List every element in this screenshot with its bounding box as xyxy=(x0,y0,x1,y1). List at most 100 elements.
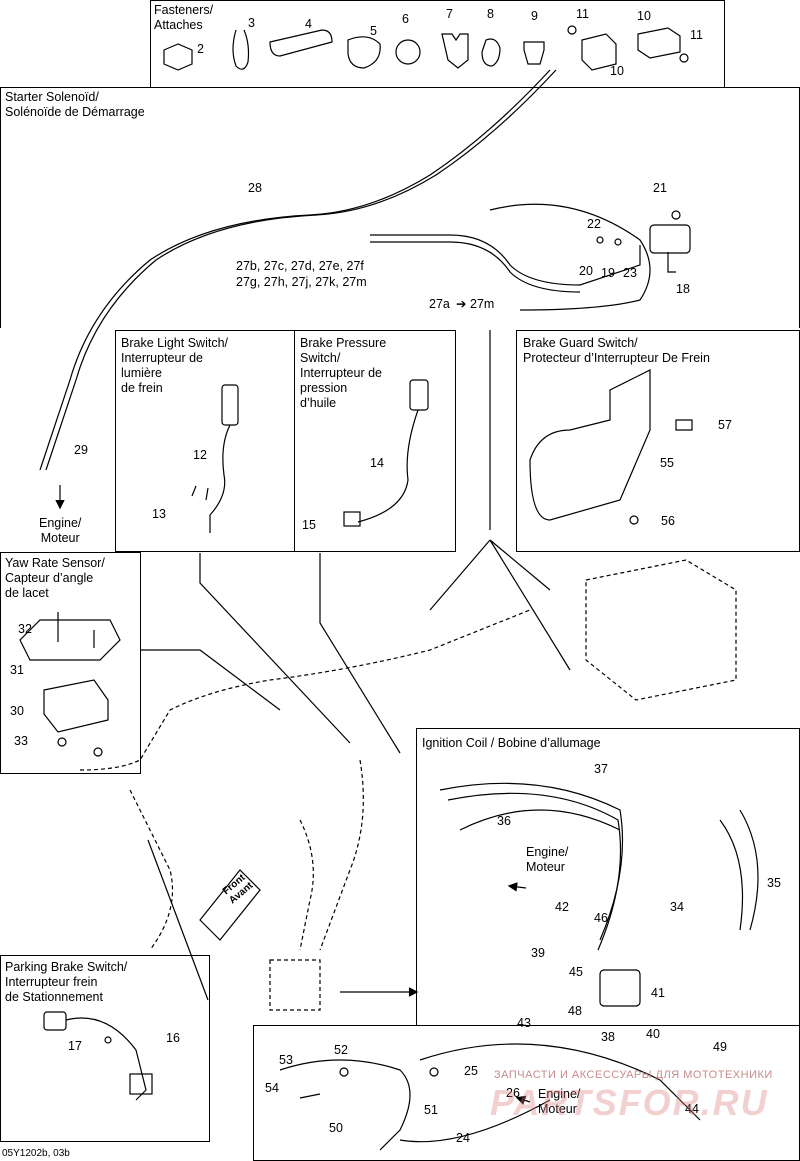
brake-light-title: Brake Light Switch/ Interrupteur de lumi… xyxy=(121,336,228,395)
engine-label-ignition: Engine/ Moteur xyxy=(526,845,569,874)
part-57: 57 xyxy=(718,418,732,432)
part-21: 21 xyxy=(653,181,667,195)
part-12: 12 xyxy=(193,448,207,462)
part-41: 41 xyxy=(651,986,665,1000)
part-5: 5 xyxy=(370,24,377,38)
part-25: 25 xyxy=(464,1064,478,1078)
brake-guard-icon xyxy=(529,369,651,521)
solenoid-icon xyxy=(649,224,691,254)
brake-guard-title: Brake Guard Switch/ Protecteur d’Interru… xyxy=(523,336,710,365)
part-13: 13 xyxy=(152,507,166,521)
part-15: 15 xyxy=(302,518,316,532)
part-11a: 11 xyxy=(576,7,589,21)
fastener-9-icon xyxy=(523,41,545,65)
part-48: 48 xyxy=(568,1004,582,1018)
part-29: 29 xyxy=(74,443,88,457)
yaw-sensor-title: Yaw Rate Sensor/ Capteur d’angle de lace… xyxy=(5,556,105,600)
gasket-31-icon xyxy=(19,619,121,661)
brake-pressure-switch-icon xyxy=(409,379,429,411)
part-50: 50 xyxy=(329,1121,343,1135)
ignition-title: Ignition Coil / Bobine d’allumage xyxy=(422,736,601,750)
part-45: 45 xyxy=(569,965,583,979)
part-26: 26 xyxy=(506,1086,520,1100)
part-2: 2 xyxy=(197,42,204,56)
watermark-logo: PARTSFOR.RU xyxy=(490,1082,769,1123)
watermark-text: ЗАПЧАСТИ И АКСЕССУАРЫ ДЛЯ МОТОТЕХНИКИ xyxy=(494,1069,773,1081)
part-49: 49 xyxy=(713,1040,727,1054)
front-arrow-icon xyxy=(199,869,261,941)
part-43: 43 xyxy=(517,1016,531,1030)
part-18: 18 xyxy=(676,282,690,296)
fastener-11b-icon xyxy=(679,53,689,63)
parking-brake-panel xyxy=(0,955,210,1142)
part-40: 40 xyxy=(646,1027,660,1041)
harness-28-b xyxy=(45,69,557,471)
fastener-7-icon xyxy=(441,33,469,69)
fastener-6-icon xyxy=(395,39,421,65)
part-6: 6 xyxy=(402,12,409,26)
part-56: 56 xyxy=(661,514,675,528)
part-23: 23 xyxy=(623,266,637,280)
solenoid-title: Starter Solenoïd/ Solénoïde de Démarrage xyxy=(5,90,145,119)
part-16: 16 xyxy=(166,1031,180,1045)
fastener-3-icon xyxy=(232,29,250,70)
brake-light-switch-icon xyxy=(221,384,239,426)
part-37: 37 xyxy=(594,762,608,776)
part-27a: 27a xyxy=(429,297,450,311)
part-10b: 10 xyxy=(610,64,624,78)
ignition-panel xyxy=(416,728,800,1026)
fastener-10b-icon xyxy=(637,27,681,59)
part-11b: 11 xyxy=(690,28,703,42)
brake-guard-panel xyxy=(516,330,800,552)
part-46: 46 xyxy=(594,911,608,925)
part-39: 39 xyxy=(531,946,545,960)
part-55: 55 xyxy=(660,456,674,470)
part-28: 28 xyxy=(248,181,262,195)
fastener-8-icon xyxy=(481,38,501,67)
part-19: 19 xyxy=(601,266,615,280)
part-3: 3 xyxy=(248,16,255,30)
fasteners-title: Fasteners/ Attaches xyxy=(154,3,214,32)
arrow-27: ➔ xyxy=(456,297,467,311)
part-10a: 10 xyxy=(637,9,651,23)
part-9: 9 xyxy=(531,9,538,23)
part-17: 17 xyxy=(68,1039,82,1053)
part-38: 38 xyxy=(601,1030,615,1044)
part-44: 44 xyxy=(685,1102,699,1116)
part-42: 42 xyxy=(555,900,569,914)
brake-pressure-panel xyxy=(294,330,456,552)
part-53: 53 xyxy=(279,1053,293,1067)
part-27-list-a: 27b, 27c, 27d, 27e, 27f xyxy=(236,259,364,273)
fastener-2-icon xyxy=(163,43,193,71)
part-34: 34 xyxy=(670,900,684,914)
parking-brake-title: Parking Brake Switch/ Interrupteur frein… xyxy=(5,960,128,1004)
part-32: 32 xyxy=(18,622,32,636)
fasteners-panel xyxy=(150,0,725,88)
parking-brake-switch-icon xyxy=(43,1011,67,1031)
part-27-list-b: 27g, 27h, 27j, 27k, 27m xyxy=(236,275,367,289)
part-31: 31 xyxy=(10,663,24,677)
footer-code: 05Y1202b, 03b xyxy=(2,1148,70,1159)
part-33: 33 xyxy=(14,734,28,748)
harness-27 xyxy=(370,234,641,286)
ignition-coil-icon xyxy=(599,969,641,1007)
brake-pressure-title: Brake Pressure Switch/ Interrupteur de p… xyxy=(300,336,387,410)
part-51: 51 xyxy=(424,1103,438,1117)
harness-28 xyxy=(39,69,551,471)
part-4: 4 xyxy=(305,17,312,31)
engine-label-solenoid: Engine/ Moteur xyxy=(39,516,82,545)
part-27m: 27m xyxy=(470,297,495,311)
part-7: 7 xyxy=(446,7,453,21)
part-20: 20 xyxy=(579,264,593,278)
part-52: 52 xyxy=(334,1043,348,1057)
part-24: 24 xyxy=(456,1131,470,1145)
yaw-sensor-icon xyxy=(43,679,109,733)
part-54: 54 xyxy=(265,1081,279,1095)
yaw-sensor-panel xyxy=(0,552,141,774)
fastener-4-icon xyxy=(269,29,333,57)
part-8: 8 xyxy=(487,7,494,21)
part-35: 35 xyxy=(767,876,781,890)
fastener-5-icon xyxy=(347,36,381,69)
fastener-10a-icon xyxy=(581,33,617,71)
